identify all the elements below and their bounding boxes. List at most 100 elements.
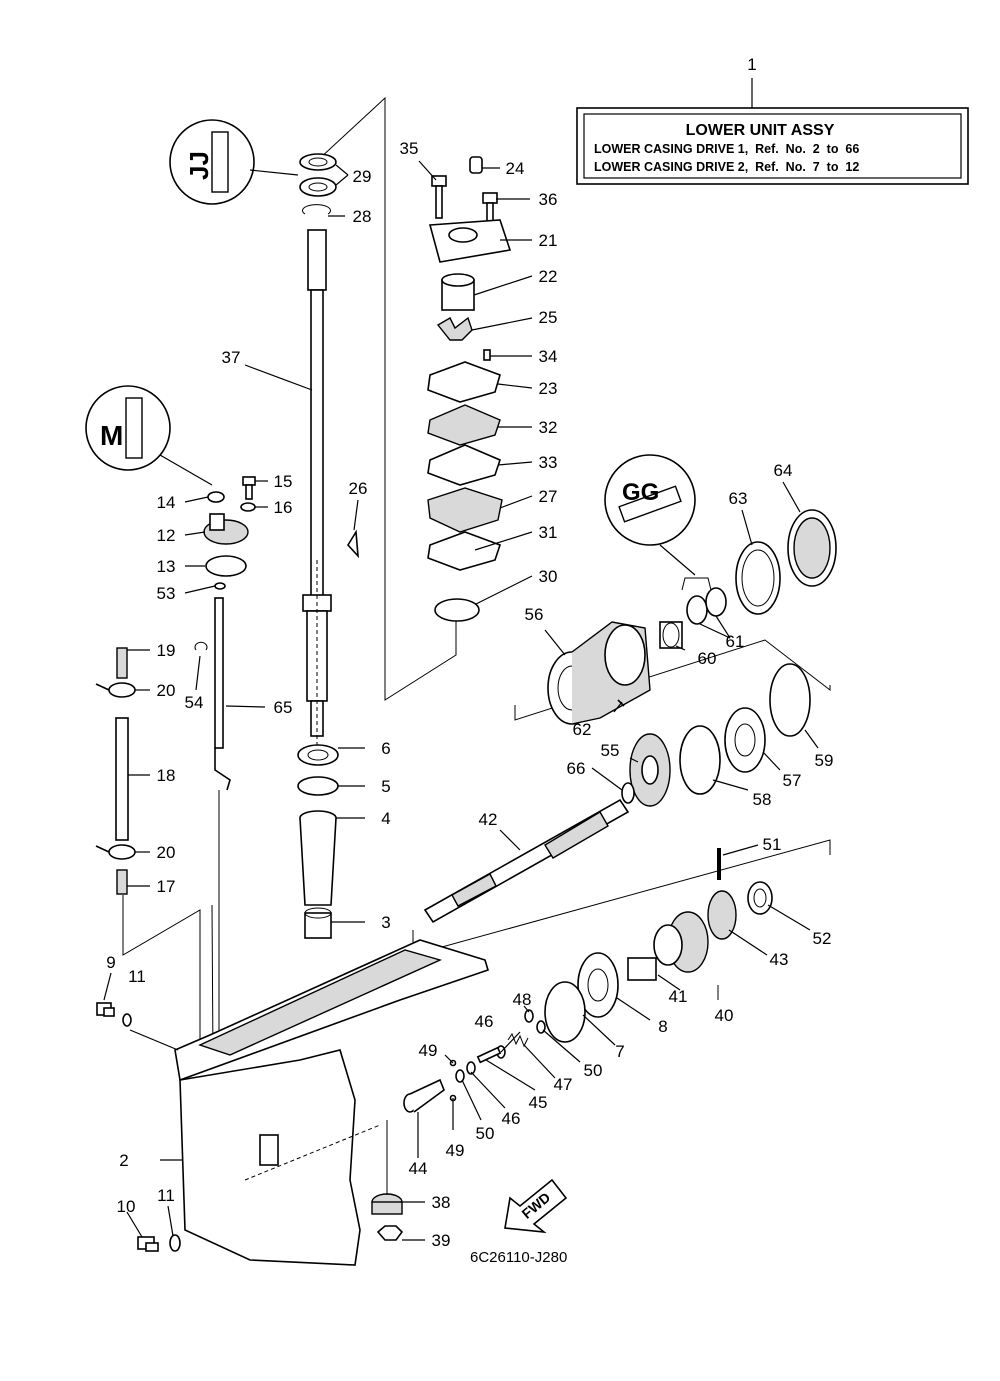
callout-11-upper: 11 [128, 967, 146, 986]
gasket-11-lower [169, 1234, 181, 1252]
callout-14: 14 [157, 493, 176, 512]
shift-rod-65 [214, 597, 231, 1060]
o-ring-30 [434, 598, 480, 622]
reverse-gear-55 [629, 733, 671, 807]
pinion-38 [371, 1193, 403, 1215]
callout-63: 63 [729, 489, 748, 508]
joint-17 [116, 869, 128, 895]
callout-23: 23 [539, 379, 558, 398]
spring-52 [747, 881, 773, 915]
lubricant-detail-circle-left: M [85, 385, 213, 486]
drive-shaft [302, 229, 332, 760]
callout-60: 60 [698, 649, 717, 668]
callout-2: 2 [119, 1151, 128, 1170]
callout-46-upper: 46 [475, 1012, 494, 1031]
callout-1: 1 [747, 55, 756, 74]
bolt-15 [242, 476, 256, 500]
svg-text:M: M [100, 420, 123, 451]
callout-19: 19 [157, 641, 176, 660]
callout-22: 22 [539, 267, 558, 286]
diagram-code: 6C26110-J280 [470, 1249, 567, 1266]
part-number-callouts: 1 2 3 4 5 6 7 8 9 10 11 11 12 13 14 15 1… [106, 55, 833, 1250]
callout-34: 34 [539, 347, 558, 366]
callout-15: 15 [274, 472, 293, 491]
callout-38: 38 [432, 1193, 451, 1212]
shift-rod-housing-12 [203, 513, 249, 545]
callout-53: 53 [157, 584, 176, 603]
o-ring-13 [205, 555, 247, 577]
callout-39: 39 [432, 1231, 451, 1250]
callout-45: 45 [529, 1093, 548, 1112]
svg-text:JJ: JJ [184, 151, 214, 180]
callout-20-upper: 20 [157, 681, 176, 700]
callout-35: 35 [400, 139, 419, 158]
callout-36: 36 [539, 190, 558, 209]
plunger-45 [476, 1046, 502, 1064]
bearing-6 [297, 744, 339, 766]
ring-63 [735, 541, 781, 615]
washer-48 [524, 1009, 534, 1023]
callout-56: 56 [525, 605, 544, 624]
callout-24: 24 [506, 159, 525, 178]
callout-43: 43 [770, 950, 789, 969]
callout-46-lower: 46 [502, 1109, 521, 1128]
gasket-31 [427, 531, 502, 571]
key-34 [483, 349, 491, 361]
callout-41: 41 [669, 987, 688, 1006]
callout-50-upper: 50 [584, 1061, 603, 1080]
circlip-28 [302, 204, 331, 215]
gasket-33 [427, 444, 501, 486]
callout-28: 28 [353, 207, 372, 226]
callout-54: 54 [185, 693, 204, 712]
title-box-title: LOWER UNIT ASSY [686, 122, 835, 139]
sleeve-4 [299, 810, 337, 906]
callout-26: 26 [349, 479, 368, 498]
gasket-23 [427, 361, 501, 403]
callout-33: 33 [539, 453, 558, 472]
pump-housing-21 [428, 219, 512, 263]
clamp-20-top [95, 682, 136, 698]
callout-16: 16 [274, 498, 293, 517]
washer-16 [240, 502, 256, 512]
leader-lines [103, 160, 819, 1241]
callout-4: 4 [381, 809, 390, 828]
grommet-19 [116, 647, 128, 679]
washer-66 [621, 782, 635, 804]
callout-20-lower: 20 [157, 843, 176, 862]
lubricant-detail-circle-top: JJ [169, 119, 299, 205]
callout-25: 25 [539, 308, 558, 327]
callout-9: 9 [106, 953, 115, 972]
o-ring-53 [214, 582, 226, 590]
check-screw-9 [96, 1002, 115, 1017]
callout-10: 10 [117, 1197, 136, 1216]
seals-61 [686, 587, 727, 625]
plate-32 [427, 404, 501, 446]
callout-40: 40 [715, 1006, 734, 1025]
shim-7 [544, 981, 586, 1043]
o-ring-59 [769, 663, 811, 737]
washer-46-left [466, 1061, 476, 1075]
pump-base-27 [427, 487, 503, 533]
bearing-3 [304, 907, 332, 939]
callout-51: 51 [763, 835, 782, 854]
callout-8: 8 [658, 1017, 667, 1036]
callout-66: 66 [567, 759, 586, 778]
bearing-57 [724, 707, 766, 773]
callout-3: 3 [381, 913, 390, 932]
callout-37: 37 [222, 348, 241, 367]
tube-18 [115, 717, 129, 841]
svg-text:GG: GG [622, 479, 659, 506]
fwd-arrow: FWD [504, 1178, 568, 1234]
dog-clutch-43 [707, 890, 737, 940]
callout-55: 55 [601, 741, 620, 760]
nut-39 [376, 1225, 404, 1241]
propeller-shaft-housing-56 [547, 621, 651, 725]
clip-54 [194, 641, 208, 651]
bearing-8 [577, 952, 619, 1018]
callout-44: 44 [409, 1159, 428, 1178]
callout-42: 42 [479, 810, 498, 829]
spring-47 [507, 1032, 529, 1048]
callout-52: 52 [813, 929, 832, 948]
gasket-11-upper [122, 1013, 132, 1027]
bearing-29 [299, 153, 337, 197]
